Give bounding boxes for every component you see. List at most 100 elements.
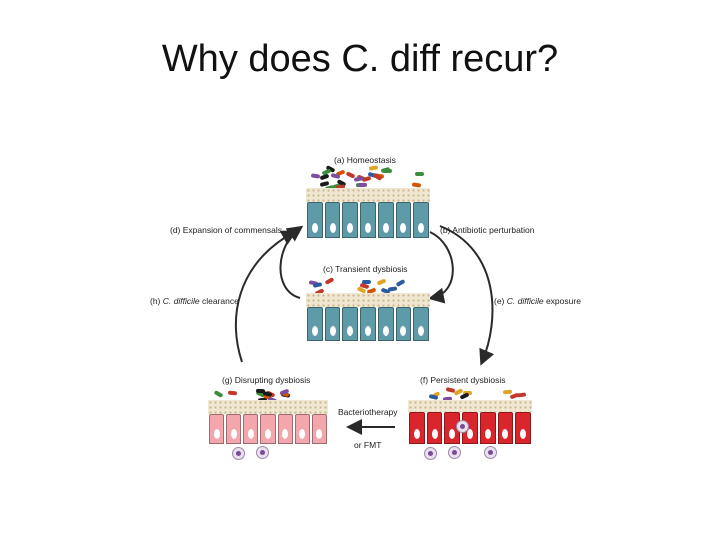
immune-cell (424, 447, 437, 460)
mucus-layer (306, 188, 430, 202)
label-homeostasis: (a) Homeostasis (334, 155, 396, 165)
epithelial-cell (497, 412, 514, 444)
epithelial-cell (462, 412, 478, 444)
bacterium (227, 390, 238, 396)
epithelial-cell (260, 414, 276, 444)
slide-title: Why does C. diff recur? (161, 38, 559, 80)
cell-nucleus (365, 326, 372, 336)
bacterium (509, 392, 520, 400)
cell-nucleus (247, 429, 254, 439)
epithelium (306, 202, 430, 238)
epithelial-cell (307, 202, 323, 238)
cell-nucleus (316, 429, 323, 439)
epithelial-cell (409, 412, 425, 444)
mucus-layer (306, 293, 430, 307)
cell-nucleus (347, 326, 354, 336)
epithelial-cell (311, 414, 327, 444)
immune-cell (448, 446, 461, 459)
label-fmt: or FMT (354, 440, 382, 450)
epithelial-cell (360, 307, 376, 341)
cell-nucleus (467, 429, 474, 439)
cell-nucleus (484, 429, 491, 439)
epithelium (306, 307, 430, 341)
bacterium (411, 182, 422, 188)
mucus-layer (208, 400, 328, 414)
bacterium (382, 168, 393, 174)
arrow-antibiotic-perturbation (428, 231, 454, 304)
bacterium (324, 277, 335, 285)
cell-nucleus (329, 326, 336, 336)
epithelial-cell (294, 414, 310, 444)
epithelial-cell (426, 412, 443, 444)
cell-nucleus (329, 223, 336, 233)
cell-nucleus (400, 326, 407, 336)
cell-nucleus (365, 223, 372, 233)
bacterium (312, 282, 323, 288)
cell-nucleus (520, 429, 527, 439)
epithelial-cell (243, 414, 259, 444)
epithelial-cell (413, 307, 430, 341)
bacterium (395, 279, 406, 287)
immune-cell (484, 446, 497, 459)
cell-nucleus (413, 429, 420, 439)
epithelial-cell (324, 307, 341, 341)
epithelial-cell (479, 412, 496, 444)
bacterium (502, 389, 513, 395)
epithelium (408, 412, 532, 444)
epithelial-cell (377, 307, 394, 341)
cell-nucleus (449, 429, 456, 439)
panel-persistent-dysbiosis (408, 386, 532, 444)
epithelial-cell (324, 202, 341, 238)
label-persistent-dysbiosis: (f) Persistent dysbiosis (420, 375, 506, 385)
epithelial-cell (395, 202, 412, 238)
label-expansion-commensals: (d) Expansion of commensals (170, 225, 282, 235)
epithelial-cell (377, 202, 394, 238)
cell-nucleus (418, 223, 425, 233)
bacterium (415, 172, 424, 176)
epithelial-cell (342, 202, 359, 238)
panel-transient-dysbiosis (306, 275, 430, 341)
panel-disrupting-dysbiosis (208, 386, 328, 444)
immune-cell (456, 420, 469, 433)
panel-homeostasis (306, 165, 430, 238)
cell-nucleus (282, 429, 289, 439)
label-cdiff-exposure: (e) C. difficile exposure (494, 296, 581, 306)
bacterium (345, 171, 356, 179)
cell-nucleus (264, 429, 271, 439)
bacterium (310, 173, 321, 179)
cell-nucleus (502, 429, 509, 439)
cell-nucleus (213, 429, 220, 439)
label-transient-dysbiosis: (c) Transient dysbiosis (323, 264, 408, 274)
epithelium (208, 414, 328, 444)
mucus-layer (408, 400, 532, 412)
epithelial-cell (307, 307, 323, 341)
immune-cell (232, 447, 245, 460)
immune-cell (256, 446, 269, 459)
cell-nucleus (400, 223, 407, 233)
epithelial-cell (413, 202, 430, 238)
bacterium (387, 286, 398, 292)
epithelial-cell (342, 307, 359, 341)
label-bacteriotherapy: Bacteriotherapy (338, 407, 398, 417)
cell-nucleus (382, 223, 389, 233)
arrow-cdiff-exposure (439, 225, 495, 366)
cell-nucleus (431, 429, 438, 439)
epithelial-cell (277, 414, 293, 444)
bacterium (459, 392, 470, 400)
cell-nucleus (418, 326, 425, 336)
label-cdiff-clearance: (h) C. difficile clearance (150, 296, 239, 306)
epithelial-cell (515, 412, 532, 444)
bacterium (330, 172, 341, 180)
cell-nucleus (230, 429, 237, 439)
arrow-cdiff-clearance (234, 230, 298, 363)
cell-nucleus (382, 326, 389, 336)
cell-nucleus (299, 429, 306, 439)
cell-nucleus (311, 223, 318, 233)
epithelial-cell (395, 307, 412, 341)
epithelial-cell (226, 414, 242, 444)
label-antibiotic-perturbation: (b) Antibiotic perturbation (440, 225, 535, 235)
microbiota-layer (306, 165, 430, 192)
epithelial-cell (209, 414, 225, 444)
